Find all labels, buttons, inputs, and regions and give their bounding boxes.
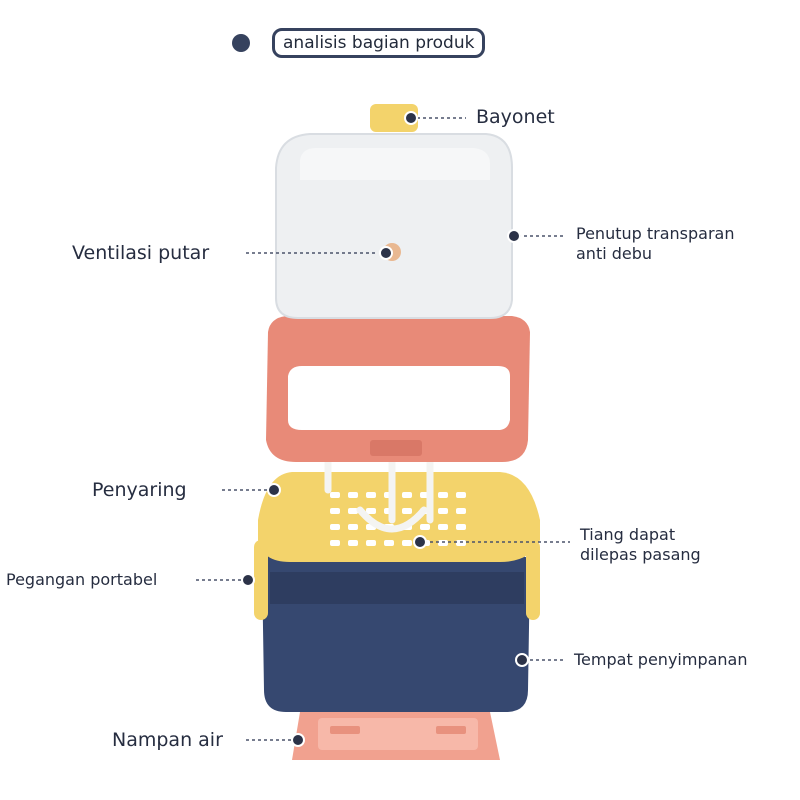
transparent-lid xyxy=(275,133,513,319)
bayonet-clip xyxy=(370,104,418,132)
label-tempat-penyimpanan: Tempat penyimpanan xyxy=(574,650,748,669)
label-penutup-line1: Penutup transparan xyxy=(576,224,735,243)
label-nampan-air: Nampan air xyxy=(112,729,223,751)
label-pegangan-portabel: Pegangan portabel xyxy=(6,570,158,589)
label-bayonet: Bayonet xyxy=(476,106,555,128)
portable-handle xyxy=(254,540,540,620)
leader-dot-icon xyxy=(241,111,529,747)
leader-lines xyxy=(196,117,570,741)
label-penutup-line2: anti debu xyxy=(576,244,653,263)
label-tiang-line1: Tiang dapat xyxy=(580,525,676,544)
page-title: analisis bagian produk xyxy=(272,28,486,58)
label-ventilasi-putar: Ventilasi putar xyxy=(72,242,210,264)
label-penyaring: Penyaring xyxy=(92,479,187,501)
storage-box xyxy=(262,556,530,712)
coral-frame xyxy=(266,316,530,462)
water-tray xyxy=(292,712,500,760)
label-tiang-line2: dilepas pasang xyxy=(580,545,701,564)
header: analisis bagian produk xyxy=(232,22,486,64)
filter-tray xyxy=(258,472,540,562)
bullet-dot-icon xyxy=(232,34,250,52)
